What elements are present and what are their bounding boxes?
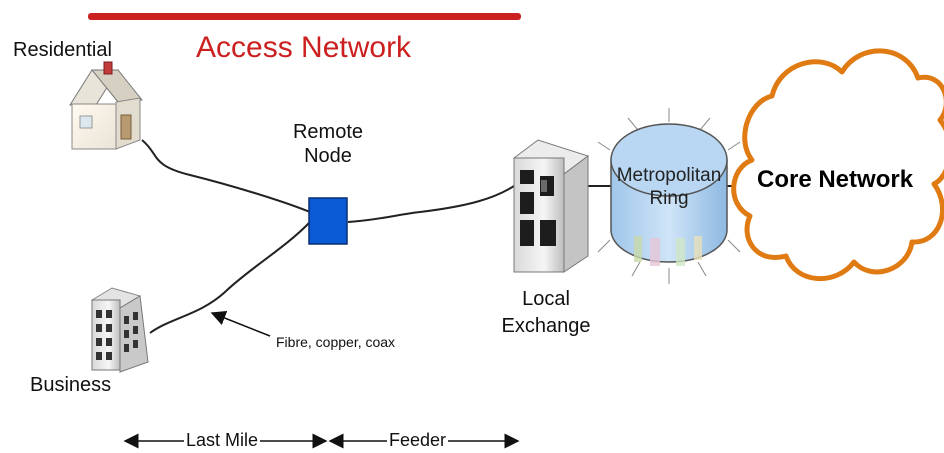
local-exchange-label: Local Exchange: [496, 286, 596, 340]
remote-node-label-line1: Remote: [292, 121, 364, 143]
local-exchange-label-line1: Local: [522, 288, 570, 310]
diagram-title: Access Network: [196, 31, 412, 64]
medium-annotation: Fibre, copper, coax: [276, 334, 396, 350]
feeder-label: Feeder: [387, 429, 449, 451]
core-network-cloud-icon: [731, 48, 944, 281]
last-mile-label: Last Mile: [184, 429, 261, 451]
link-business-remote: [149, 221, 311, 334]
title-bar: [88, 13, 521, 20]
annotation-arrow: [210, 311, 271, 337]
link-remote-exchange: [347, 185, 515, 223]
core-network-label: Core Network: [757, 166, 914, 193]
local-exchange-tower-icon: [512, 139, 590, 273]
remote-node-label-line2: Node: [304, 145, 352, 167]
metropolitan-ring-label: Metropolitan Ring: [609, 164, 729, 210]
remote-node-label: Remote Node: [280, 120, 376, 168]
residential-label: Residential: [13, 39, 112, 61]
metropolitan-ring-icon: [597, 108, 741, 284]
remote-node-box: [308, 197, 348, 245]
ring-label-line1: Metropolitan: [616, 165, 722, 186]
business-building-icon: [90, 287, 149, 373]
business-label: Business: [30, 374, 112, 396]
ring-label-line2: Ring: [649, 188, 689, 209]
local-exchange-label-line2: Exchange: [501, 315, 591, 337]
link-residential-remote: [141, 139, 311, 213]
residential-house-icon: [69, 61, 143, 150]
